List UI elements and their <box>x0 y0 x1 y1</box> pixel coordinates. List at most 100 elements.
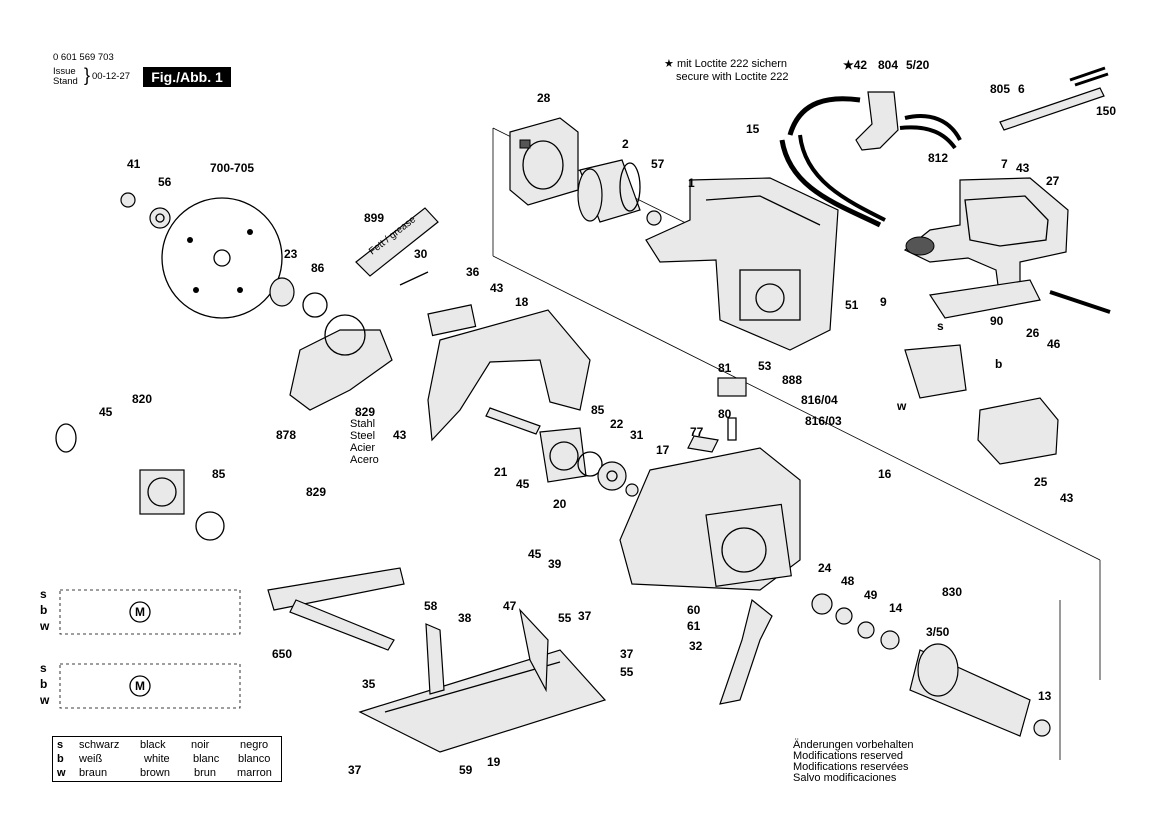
motor-housing-1 <box>645 177 839 351</box>
legend-en: white <box>144 753 170 765</box>
part-label: 878 <box>276 428 296 442</box>
screw-41 <box>120 192 136 208</box>
part-label: 81 <box>718 361 732 375</box>
legend-fr: brun <box>194 767 217 779</box>
part-label: 829 <box>355 405 375 419</box>
wire-label-w: w <box>896 399 907 413</box>
loctite-note: ★ mit Loctite 222 sichern <box>664 58 787 70</box>
part-label: 16 <box>878 467 892 481</box>
motor-symbol: M <box>135 679 145 693</box>
ring-86 <box>302 292 328 318</box>
part-label: 36 <box>466 265 480 279</box>
legend-code: s <box>57 739 64 751</box>
switch-81 <box>717 377 747 397</box>
spindle-21 <box>485 407 541 435</box>
part-label: 7 <box>1001 157 1008 171</box>
base-plate-19 <box>358 649 607 753</box>
part-label: 56 <box>158 175 172 189</box>
spring-30 <box>399 271 429 286</box>
legend-fr: blanc <box>193 753 220 765</box>
part-label: 55 <box>558 611 572 625</box>
assembly-820 <box>55 423 225 541</box>
stand-label: Stand <box>53 76 78 87</box>
flange-56 <box>149 207 171 229</box>
legend-de: weiß <box>79 753 103 765</box>
part-label: 80 <box>718 407 732 421</box>
part-label: 820 <box>132 392 152 406</box>
material-label: Stahl Steel Acier Acero <box>350 418 379 466</box>
legend-fr: noir <box>191 739 210 751</box>
part-label: 150 <box>1096 104 1116 118</box>
part-label: 32 <box>689 639 703 653</box>
part-label: 58 <box>424 599 438 613</box>
switch-804 <box>855 91 899 151</box>
legend-code: w <box>57 767 66 779</box>
legend-row-brown: w braun brown brun marron <box>53 766 281 780</box>
legend-de: braun <box>79 767 108 779</box>
material-de: Stahl <box>350 418 376 430</box>
part-label: 25 <box>1034 475 1048 489</box>
document-number: 0 601 569 703 <box>53 52 114 63</box>
part-label: 43 <box>490 281 504 295</box>
washer-48 <box>835 607 853 625</box>
part-label: 6 <box>1018 82 1025 96</box>
terminal-s: s <box>40 587 47 601</box>
part-label: 46 <box>1047 337 1061 351</box>
part-label: 38 <box>458 611 472 625</box>
color-legend: s schwarz black noir negro b weiß white … <box>52 736 282 782</box>
flange-23 <box>269 277 295 307</box>
part-label: 804 <box>878 58 898 72</box>
part-label: 5/20 <box>906 58 930 72</box>
power-cord-805 <box>999 66 1109 131</box>
part-label: 700-705 <box>210 161 254 175</box>
part-label: 816/04 <box>801 393 838 407</box>
brush-plate-28 <box>509 117 579 206</box>
armature-3-50 <box>909 643 1051 737</box>
legend-en: black <box>140 739 166 751</box>
wire-label-s: s <box>937 319 944 333</box>
part-label: 45 <box>99 405 113 419</box>
hex-key-46 <box>1049 290 1111 314</box>
part-label: 23 <box>284 247 298 261</box>
part-label: 90 <box>990 314 1004 328</box>
washer-31 <box>625 483 639 497</box>
brace-glyph: } <box>84 65 91 85</box>
modifications-de: Änderungen vorbehalten <box>793 739 914 751</box>
part-label: 30 <box>414 247 428 261</box>
part-label: 49 <box>864 588 878 602</box>
bracket-47 <box>518 608 549 693</box>
part-label: 55 <box>620 665 634 679</box>
wiring-diagram-2: M s b w <box>39 661 241 709</box>
material-es: Acero <box>350 454 379 466</box>
baseplate-part-90 <box>928 279 1041 319</box>
part-label: 85 <box>591 403 605 417</box>
lower-guard-32 <box>719 598 773 705</box>
blade-guard-829 <box>289 314 393 411</box>
parallel-guide-650 <box>267 567 405 651</box>
part-label: 899 <box>364 211 384 225</box>
part-label: 3/50 <box>926 625 950 639</box>
part-label: 9 <box>880 295 887 309</box>
part-label: 37 <box>578 609 592 623</box>
part-label: 37 <box>348 763 362 777</box>
part-label: 77 <box>690 425 704 439</box>
part-label: 86 <box>311 261 325 275</box>
star-icon: ★ <box>664 58 674 70</box>
bearing-24 <box>811 593 833 615</box>
loctite-note-de: mit Loctite 222 sichern <box>676 58 787 70</box>
material-en: Steel <box>350 430 376 442</box>
wire-label-b: b <box>995 357 1002 371</box>
part-label: 812 <box>928 151 948 165</box>
part-label: 888 <box>782 373 802 387</box>
legend-es: negro <box>240 739 269 751</box>
part-label: 805 <box>990 82 1010 96</box>
part-label: 41 <box>127 157 141 171</box>
figure-label: Fig./Abb. 1 <box>143 67 231 87</box>
terminal-s: s <box>40 661 47 675</box>
upper-guard-18 <box>427 304 591 442</box>
motor-symbol: M <box>135 605 145 619</box>
part-label: 57 <box>651 157 665 171</box>
part-label: 48 <box>841 574 855 588</box>
part-label: 61 <box>687 619 701 633</box>
